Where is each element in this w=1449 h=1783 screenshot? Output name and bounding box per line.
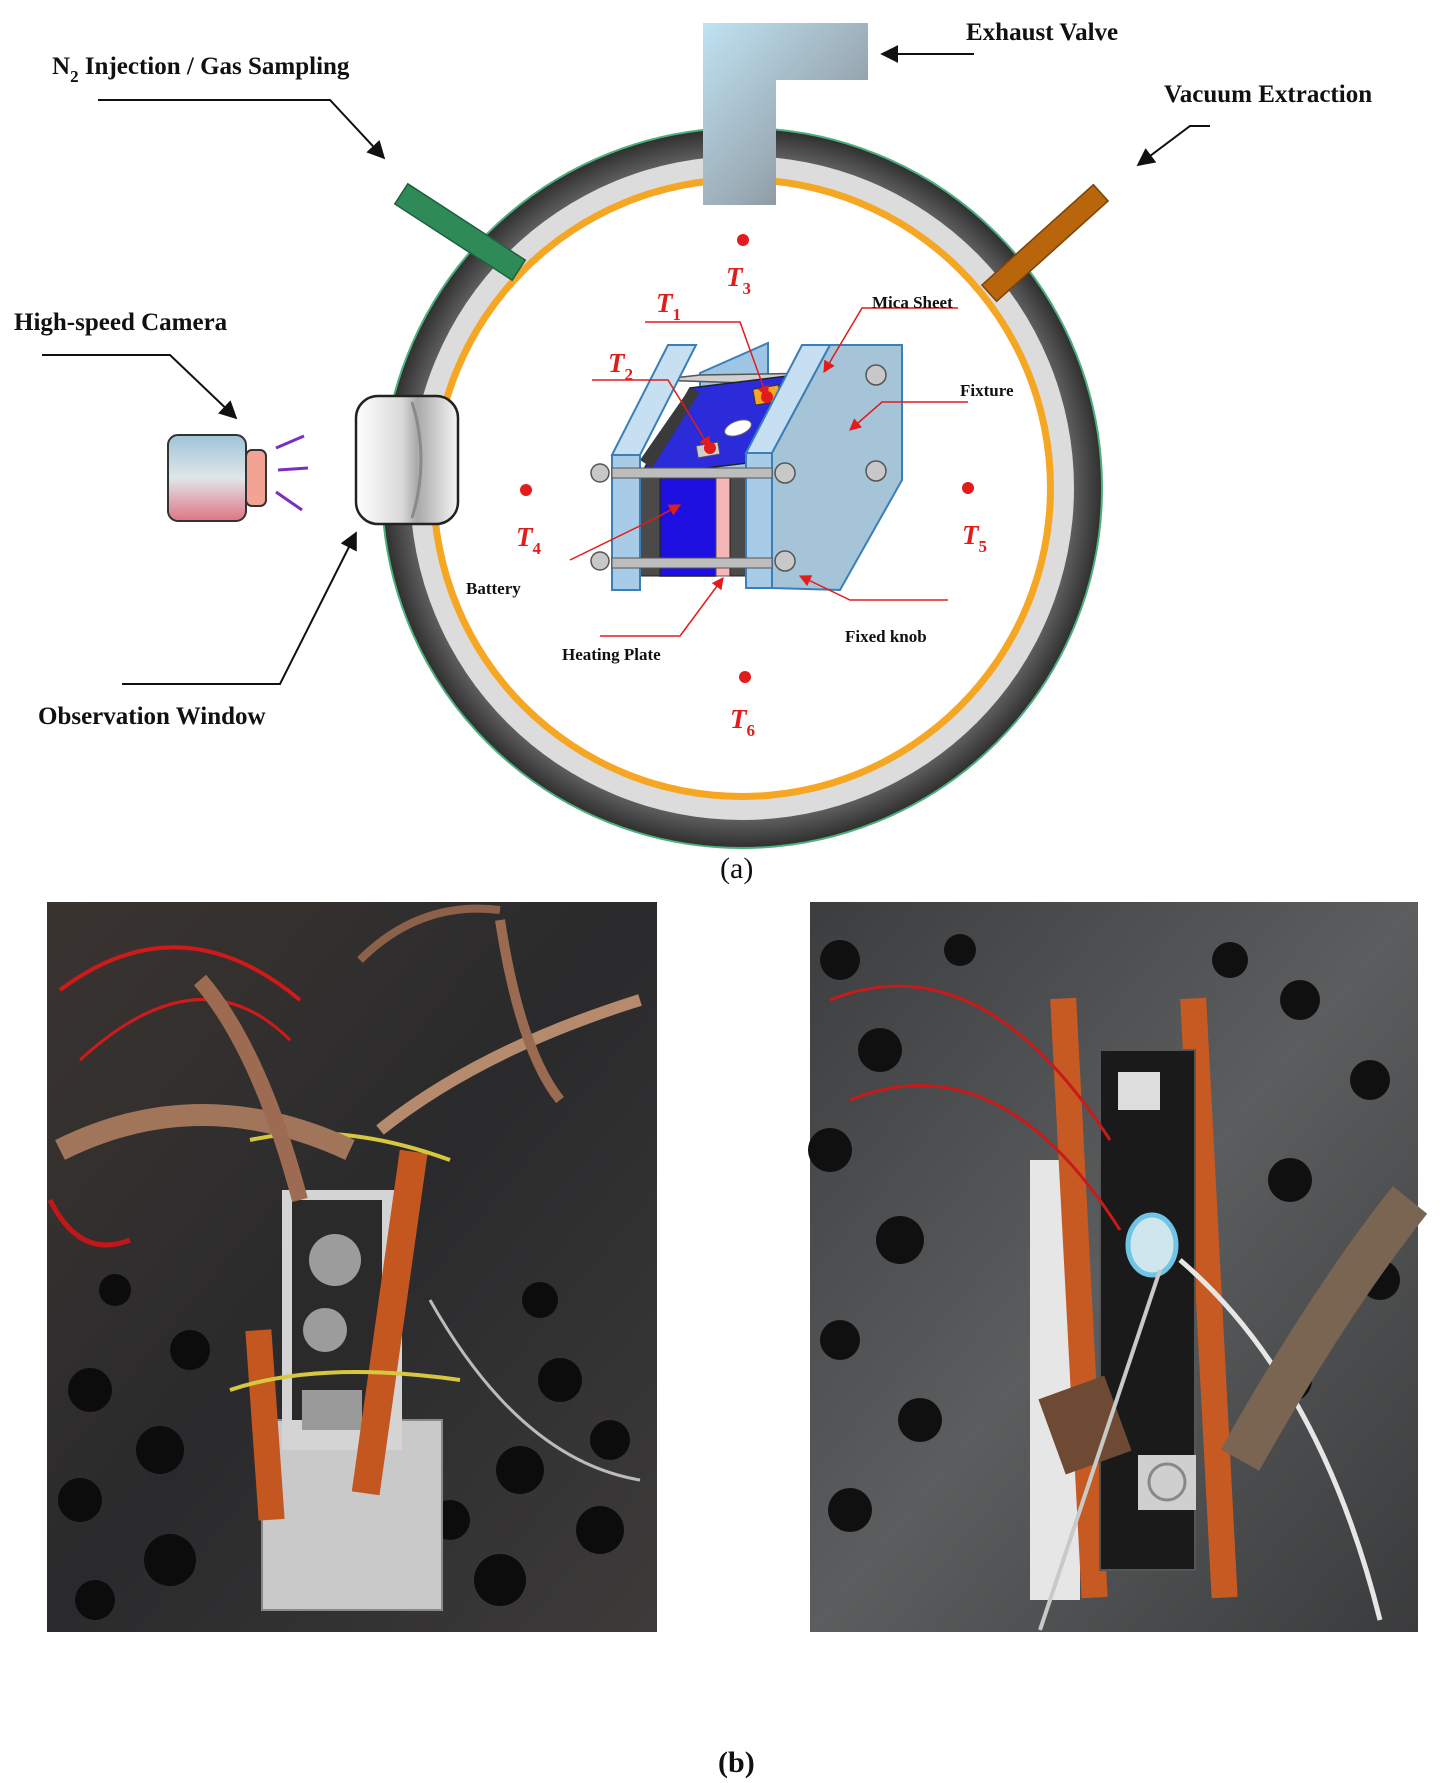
black-leader-arrows <box>42 45 1210 685</box>
panel-a-chamber-schematic: N2 Injection / Gas Sampling Exhaust Valv… <box>14 19 1372 885</box>
thermocouple-t3-label: T3 <box>726 262 751 298</box>
thermocouple-t6-label: T6 <box>730 704 755 740</box>
thermocouple-t2-label: T2 <box>608 348 633 384</box>
exhaust-valve-label: Exhaust Valve <box>966 19 1118 46</box>
thermocouple-t5-label: T5 <box>962 520 987 556</box>
thermocouple-t5-point <box>962 482 974 494</box>
thermocouple-points <box>520 234 974 683</box>
heating-plate-label: Heating Plate <box>562 645 661 664</box>
mica-sheet-label: Mica Sheet <box>872 293 953 312</box>
observation-window <box>354 394 460 526</box>
exhaust-valve <box>703 23 868 205</box>
vacuum-extraction-label: Vacuum Extraction <box>1164 81 1372 108</box>
battery-label: Battery <box>466 579 521 598</box>
observation-window-label: Observation Window <box>38 703 266 730</box>
photo-left-fixture-setup <box>47 902 657 1632</box>
thermocouple-t3-point <box>737 234 749 246</box>
fixture-side-plate <box>771 344 903 592</box>
n2-injection-label: N2 Injection / Gas Sampling <box>52 53 350 86</box>
high-speed-camera <box>167 434 309 522</box>
panel-b-photographs: (b) <box>47 902 1428 1779</box>
vacuum-extraction-port <box>980 183 1110 303</box>
fixed-knob-label: Fixed knob <box>845 627 927 646</box>
fixed-knobs <box>590 364 887 572</box>
panel-b-caption: (b) <box>718 1746 755 1779</box>
n2-injection-port <box>393 182 527 282</box>
thermocouple-t4-point <box>520 484 532 496</box>
high-speed-camera-label: High-speed Camera <box>14 309 228 336</box>
fixture-label: Fixture <box>960 381 1014 400</box>
thermocouple-t1-label: T1 <box>656 288 681 324</box>
thermocouple-t6-point <box>739 671 751 683</box>
photo-right-battery-closeup <box>808 902 1428 1632</box>
red-leader-lines <box>569 307 968 637</box>
panel-a-caption: (a) <box>720 852 753 885</box>
thermocouple-t4-label: T4 <box>516 522 542 558</box>
